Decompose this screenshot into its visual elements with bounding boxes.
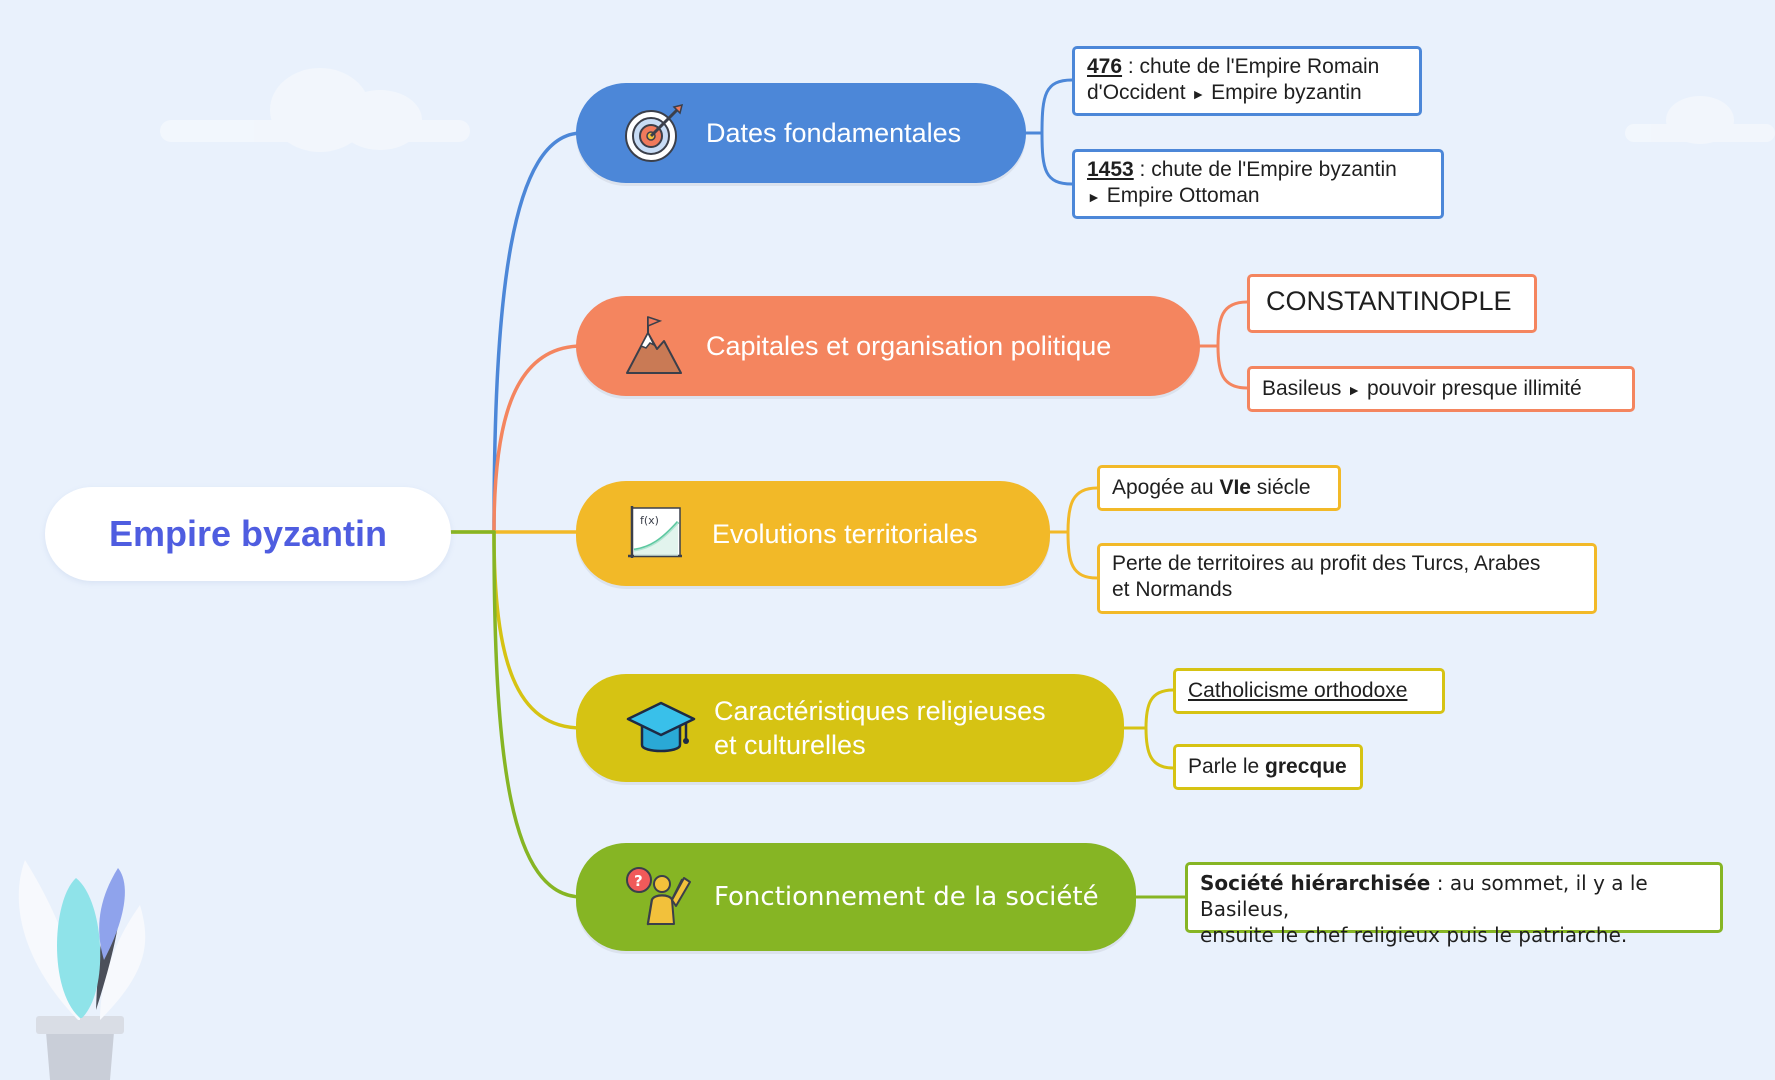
leaf-text: siécle (1250, 476, 1311, 499)
connector-religion (492, 530, 584, 730)
leaf-connectors (1024, 78, 1249, 899)
leaf-apogee[interactable]: Apogée au VIe siécle (1097, 465, 1341, 511)
branch-label: Fonctionnement de la société (714, 882, 1099, 912)
connector-capitales-leaves (1198, 300, 1249, 390)
leaf-text: Perte de territoires au profit des Turcs… (1112, 552, 1541, 575)
branch-societe[interactable]: ? Fonctionnement de la société (576, 843, 1136, 951)
leaf-text: : au sommet, il y a le Basileus, (1200, 871, 1648, 921)
target-icon (625, 103, 684, 162)
leaf-societe-hierarchisee[interactable]: Société hiérarchisée : au sommet, il y a… (1185, 862, 1723, 947)
plant-decoration (18, 860, 146, 1080)
branch-evolutions-territoriales[interactable]: f(x) Evolutions territoriales (576, 481, 1050, 586)
leaf-bold-text: grecque (1265, 755, 1347, 778)
graduation-cap-icon (626, 701, 696, 753)
arrow-icon: ► (1347, 382, 1362, 398)
leaf-text: et Normands (1112, 578, 1233, 601)
cloud-left (160, 68, 470, 152)
svg-text:?: ? (634, 872, 643, 890)
connector-capitales (492, 344, 584, 534)
connector-evolutions-leaves (1048, 486, 1099, 580)
leaf-text: Basileus (1262, 377, 1342, 400)
arrow-icon: ► (1191, 86, 1206, 102)
leaf-text: Catholicisme orthodoxe (1188, 679, 1408, 702)
function-graph-icon: f(x) (628, 505, 682, 558)
connector-dates (492, 131, 584, 534)
leaf-text: d'Occident (1087, 81, 1186, 104)
leaf-text: ensuite le chef religieux puis le patria… (1200, 923, 1628, 947)
leaf-date-476[interactable]: 476 : chute de l'Empire Romain d'Occiden… (1072, 46, 1422, 116)
leaf-bold-text: Société hiérarchisée (1200, 871, 1431, 895)
connector-dates-leaves (1024, 78, 1074, 186)
branch-label: Caractéristiques religieuses et culturel… (714, 694, 1046, 762)
connector-religion-leaves (1122, 688, 1175, 770)
leaf-constantinople[interactable]: CONSTANTINOPLE (1247, 274, 1537, 333)
branch-religion-culture[interactable]: Caractéristiques religieuses et culturel… (576, 674, 1124, 782)
leaf-bold-text: VIe (1219, 476, 1251, 499)
leaf-basileus[interactable]: Basileus ► pouvoir presque illimité (1247, 366, 1635, 412)
leaf-text: : chute de l'Empire Romain (1122, 55, 1380, 78)
root-connectors (449, 131, 584, 899)
branch-label: Evolutions territoriales (712, 518, 978, 549)
branch-capitales[interactable]: Capitales et organisation politique (576, 296, 1200, 396)
leaf-catholicisme[interactable]: Catholicisme orthodoxe (1173, 668, 1445, 714)
leaf-date-1453[interactable]: 1453 : chute de l'Empire byzantin ► Empi… (1072, 149, 1444, 219)
cloud-right (1625, 96, 1775, 144)
branch-dates-fondamentales[interactable]: Dates fondamentales (576, 83, 1026, 183)
leaf-text: Parle le (1188, 755, 1266, 778)
date-value: 1453 (1087, 158, 1134, 181)
leaf-text: : chute de l'Empire byzantin (1133, 158, 1397, 181)
branch-label-line: Caractéristiques religieuses (714, 696, 1046, 726)
date-value: 476 (1087, 55, 1123, 78)
leaf-text: pouvoir presque illimité (1366, 377, 1582, 400)
root-label: Empire byzantin (108, 513, 388, 554)
leaf-text: Empire Ottoman (1106, 184, 1260, 207)
function-label: f(x) (640, 514, 659, 527)
arrow-icon: ► (1087, 189, 1101, 205)
branch-label-line: et culturelles (714, 730, 866, 760)
mountain-flag-icon (626, 315, 682, 374)
person-question-icon: ? (626, 867, 691, 926)
branch-label: Capitales et organisation politique (706, 331, 1112, 361)
leaf-perte-territoires[interactable]: Perte de territoires au profit des Turcs… (1097, 543, 1597, 614)
leaf-text: CONSTANTINOPLE (1266, 286, 1512, 316)
root-node[interactable]: Empire byzantin (45, 487, 451, 581)
leaf-text: Empire byzantin (1211, 81, 1362, 104)
leaf-grecque[interactable]: Parle le grecque (1173, 744, 1363, 790)
leaf-text: Apogée au (1112, 476, 1220, 499)
branch-label: Dates fondamentales (706, 118, 962, 148)
connector-societe (492, 530, 584, 899)
